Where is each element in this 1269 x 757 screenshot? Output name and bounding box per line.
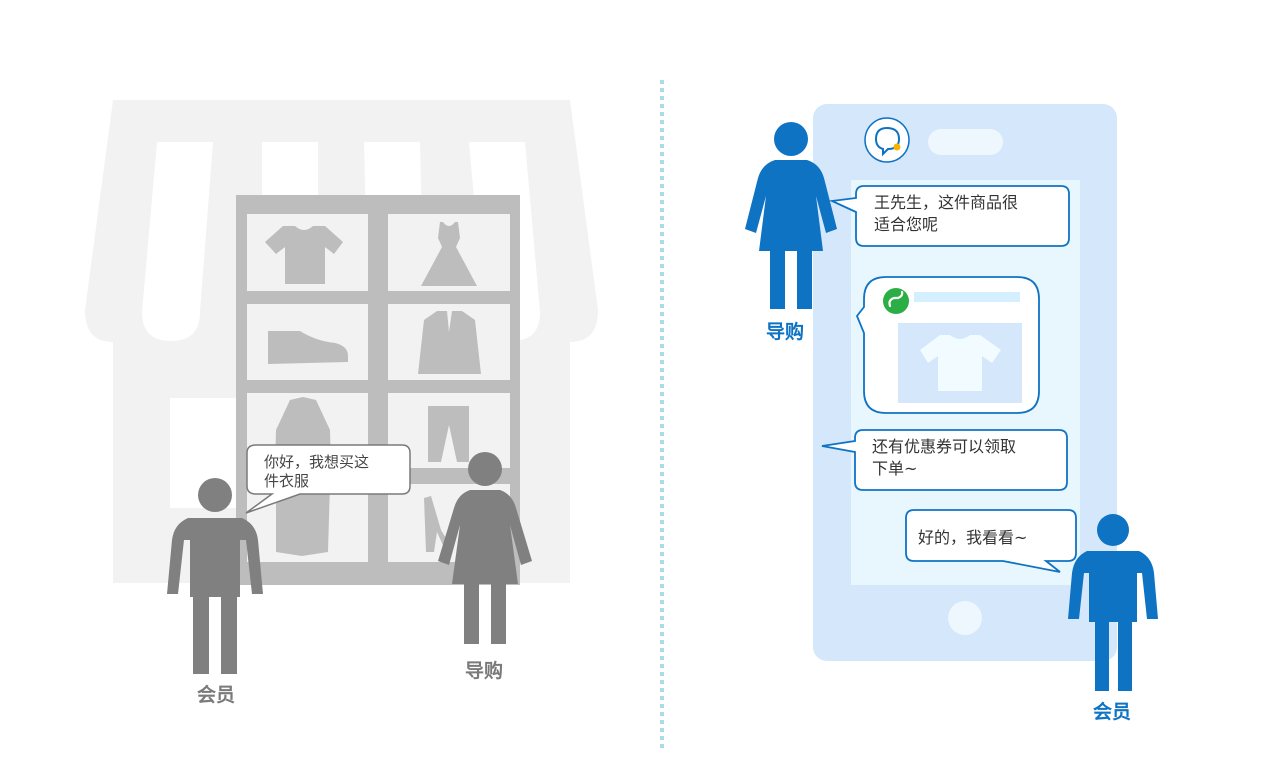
phone-speaker bbox=[928, 129, 1003, 155]
phone-home-button[interactable] bbox=[948, 601, 982, 635]
guide-message-1: 王先生，这件商品很 适合您呢 bbox=[828, 185, 1070, 247]
long-dress-bottom-icon bbox=[276, 484, 330, 556]
card-tshirt-icon bbox=[920, 335, 1001, 391]
store-illustration bbox=[85, 100, 598, 585]
member-label-left: 会员 bbox=[197, 683, 235, 706]
guide-figure-blue bbox=[745, 122, 837, 309]
member-message: 好的，我看看~ bbox=[905, 509, 1077, 573]
guide-message-2-line2: 下单~ bbox=[872, 459, 917, 478]
member-figure-gray bbox=[167, 478, 263, 674]
pants-icon bbox=[428, 406, 469, 462]
suit-jacket-icon bbox=[418, 311, 481, 374]
guide-figure-gray bbox=[438, 452, 532, 644]
member-bubble-line2: 件衣服 bbox=[264, 472, 309, 490]
guide-message-2: 还有优惠券可以领取 下单~ bbox=[821, 429, 1068, 491]
member-speech-bubble: 你好，我想买这 件衣服 bbox=[245, 444, 411, 514]
guide-label-right: 导购 bbox=[766, 320, 804, 343]
mini-program-icon bbox=[883, 288, 909, 314]
card-title-placeholder bbox=[914, 292, 1020, 302]
mini-program-card[interactable] bbox=[855, 276, 1040, 414]
member-bubble-line1: 你好，我想买这 bbox=[264, 453, 369, 471]
wecom-chat-icon bbox=[864, 117, 910, 163]
guide-message-1-line1: 王先生，这件商品很 bbox=[874, 193, 1018, 212]
member-label-right: 会员 bbox=[1093, 700, 1131, 723]
guide-message-1-line2: 适合您呢 bbox=[874, 215, 938, 234]
member-message-line1: 好的，我看看~ bbox=[918, 528, 1027, 547]
member-figure-blue bbox=[1068, 514, 1158, 691]
tshirt-icon bbox=[265, 226, 343, 284]
dress-icon bbox=[421, 222, 477, 286]
guide-message-2-line1: 还有优惠券可以领取 bbox=[872, 437, 1016, 456]
guide-label-left: 导购 bbox=[465, 659, 503, 682]
shoe-icon bbox=[268, 331, 348, 364]
